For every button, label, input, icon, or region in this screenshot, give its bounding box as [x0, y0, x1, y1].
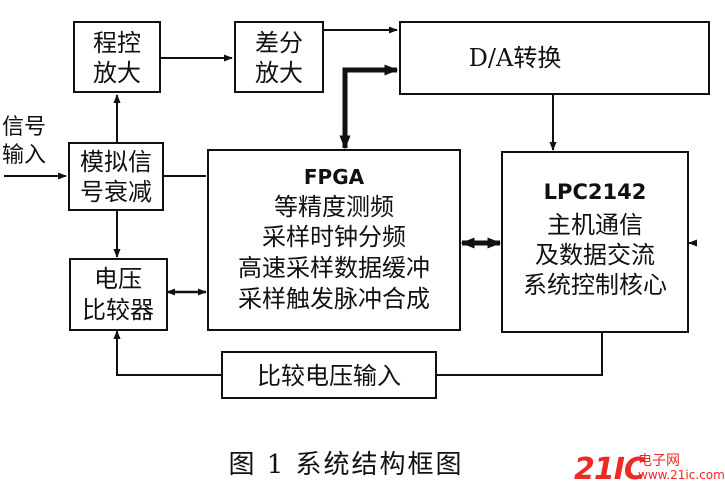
site-watermark-logo: 21IC 电子网 www.21ic.com [574, 448, 725, 488]
svg-text:输入: 输入 [2, 143, 46, 168]
comparator-block: 电压 比较器 [69, 258, 168, 331]
svg-text:D/A转换: D/A转换 [469, 44, 562, 72]
edge-fpga-dac-bidirectional [339, 64, 399, 150]
watermark-number: 21IC [574, 452, 646, 487]
diff-amp-block: 差分 放大 [234, 21, 324, 93]
watermark-domain: www.21ic.com [638, 468, 725, 482]
svg-text:采样触发脉冲合成: 采样触发脉冲合成 [238, 285, 430, 313]
dac-block: D/A转换 [399, 21, 710, 95]
svg-text:信号: 信号 [2, 115, 46, 140]
svg-text:差分: 差分 [255, 29, 303, 57]
svg-text:及数据交流: 及数据交流 [535, 241, 655, 269]
svg-text:高速采样数据缓冲: 高速采样数据缓冲 [238, 254, 430, 282]
svg-text:LPC2142: LPC2142 [544, 180, 647, 204]
attenuator-block: 模拟信 号衰减 [68, 142, 164, 211]
svg-text:放大: 放大 [255, 59, 303, 87]
edge-mcu-to-compare-voltage [436, 333, 603, 376]
watermark-name: 电子网 [638, 453, 680, 469]
svg-text:电压: 电压 [94, 265, 142, 293]
svg-text:放大: 放大 [93, 59, 141, 87]
mcu-block: LPC2142 主机通信 及数据交流 系统控制核心 [501, 151, 689, 333]
svg-text:等精度测频: 等精度测频 [274, 193, 394, 221]
svg-text:FPGA: FPGA [304, 165, 365, 189]
fpga-block: FPGA 等精度测频 采样时钟分频 高速采样数据缓冲 采样触发脉冲合成 [207, 149, 461, 331]
svg-text:号衰减: 号衰减 [80, 178, 152, 206]
figure-caption: 图 1 系统结构框图 [228, 450, 464, 480]
svg-text:采样时钟分频: 采样时钟分频 [262, 223, 406, 251]
svg-text:比较器: 比较器 [82, 296, 154, 324]
svg-text:主机通信: 主机通信 [547, 211, 643, 239]
prog-amp-block: 程控 放大 [73, 21, 161, 93]
signal-input-label: 信号 输入 [2, 115, 46, 168]
svg-text:程控: 程控 [93, 29, 141, 57]
edge-compare-voltage-to-comparator [113, 330, 222, 376]
system-block-diagram: 信号 输入 程控 放大 差分 放大 D/A转换 模拟信 号衰减 FPGA 等精度… [2, 21, 710, 399]
connectors [4, 26, 698, 376]
svg-text:系统控制核心: 系统控制核心 [523, 271, 667, 299]
compare-voltage-input-block: 比较电压输入 [221, 351, 437, 399]
svg-text:比较电压输入: 比较电压输入 [257, 362, 401, 390]
svg-text:模拟信: 模拟信 [80, 148, 152, 176]
